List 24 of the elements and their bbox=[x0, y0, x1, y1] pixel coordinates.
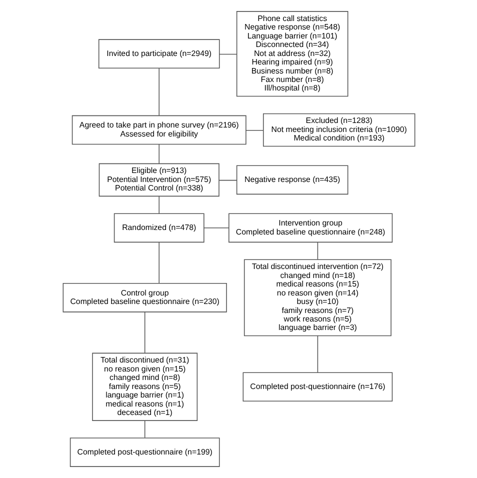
node-box: Negative response (n=435) bbox=[236, 165, 348, 195]
connector bbox=[158, 242, 160, 284]
connector bbox=[218, 54, 237, 55]
node-box: Phone call statistics Negative response (n=548) Language barrier (n=101) Disconnected (n=34) Not at address (n=32) Hearing impaired (n=9) Business number (n=8) Fax number (n=8) Ill/hospital (n=8) bbox=[236, 11, 348, 97]
node-box: Completed post-questionnaire (n=176) bbox=[242, 372, 392, 402]
node-box: Completed post-questionnaire (n=199) bbox=[69, 438, 220, 467]
connector bbox=[158, 144, 160, 164]
node-box: Excluded (n=1283) Not meeting inclusion criteria (n=1090) Medical condition (n=193) bbox=[262, 113, 415, 147]
connector bbox=[316, 242, 318, 260]
node-box: Invited to participate (n=2949) bbox=[98, 39, 220, 69]
connector bbox=[158, 196, 160, 214]
connector bbox=[245, 130, 264, 131]
connector bbox=[316, 335, 318, 373]
connector bbox=[144, 420, 145, 438]
node-box: Total discontinued (n=31) no reason given (n=15) changed mind (n=8) family reasons (n=5) language barrier (n=1) medical reasons (n=1) deceased (n=1) bbox=[92, 352, 198, 421]
connector bbox=[218, 180, 237, 181]
node-box: Eligible (n=913) Potential Intervention (n=575) Potential Control (n=338) bbox=[98, 163, 219, 197]
node-box: Randomized (n=478) bbox=[113, 213, 204, 243]
node-box: Total discontinued intervention (n=72) changed mind (n=18) medical reasons (n=15) no reason given (n=14) busy (n=10) family reasons (n=7) work reasons (n=5) language barrier (n=3) bbox=[243, 259, 391, 336]
node-box: Control group Completed baseline questionnaire (n=230) bbox=[62, 283, 226, 312]
node-box: Agreed to take part in phone survey (n=2196) Assessed for eligibility bbox=[71, 115, 246, 145]
connector bbox=[144, 312, 145, 354]
node-box: Intervention group Completed baseline questionnaire (n=248) bbox=[228, 213, 392, 243]
connector bbox=[158, 68, 160, 116]
